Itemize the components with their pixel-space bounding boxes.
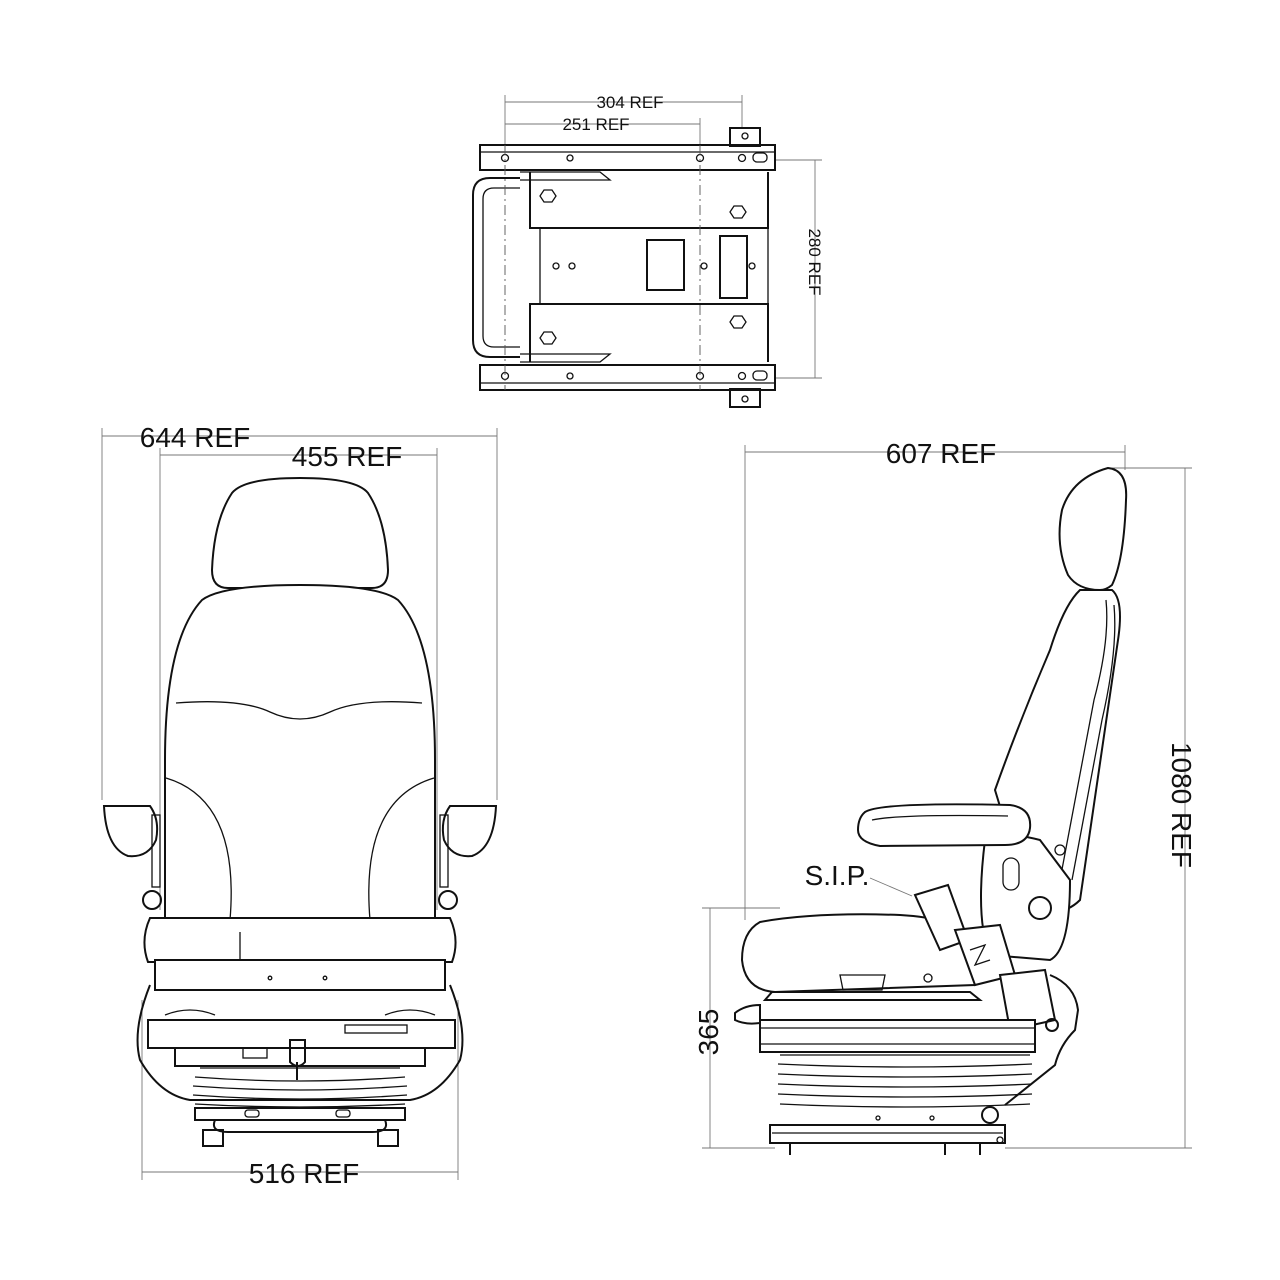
dim-304-ref: 304 REF <box>596 93 663 112</box>
front-bellows <box>192 1067 408 1108</box>
dim-455-ref: 455 REF <box>292 441 403 472</box>
rail-holes <box>500 152 768 381</box>
dim-280-ref: 280 REF <box>805 228 824 295</box>
dim-607-ref: 607 REF <box>886 438 997 469</box>
dim-365: 365 <box>693 1009 724 1056</box>
dim-644-ref: 644 REF <box>140 422 251 453</box>
sip-label: S.I.P. <box>805 860 870 891</box>
side-bellows <box>777 1054 1033 1108</box>
dim-1080-ref: 1080 REF <box>1166 742 1197 868</box>
front-seat-drawing <box>102 476 498 1147</box>
front-view: 644 REF 455 REF 516 REF <box>101 422 498 1189</box>
top-dimension-lines <box>504 95 822 379</box>
dim-251-ref: 251 REF <box>562 115 629 134</box>
top-view: 304 REF 251 REF 280 REF <box>472 93 824 408</box>
side-seat-drawing <box>734 466 1128 1155</box>
side-view: 607 REF 1080 REF 365 S.I.P. <box>693 438 1197 1155</box>
dim-516-ref: 516 REF <box>249 1158 360 1189</box>
side-dimension-lines <box>702 445 1192 1149</box>
mount-plate-drawing <box>472 127 776 408</box>
